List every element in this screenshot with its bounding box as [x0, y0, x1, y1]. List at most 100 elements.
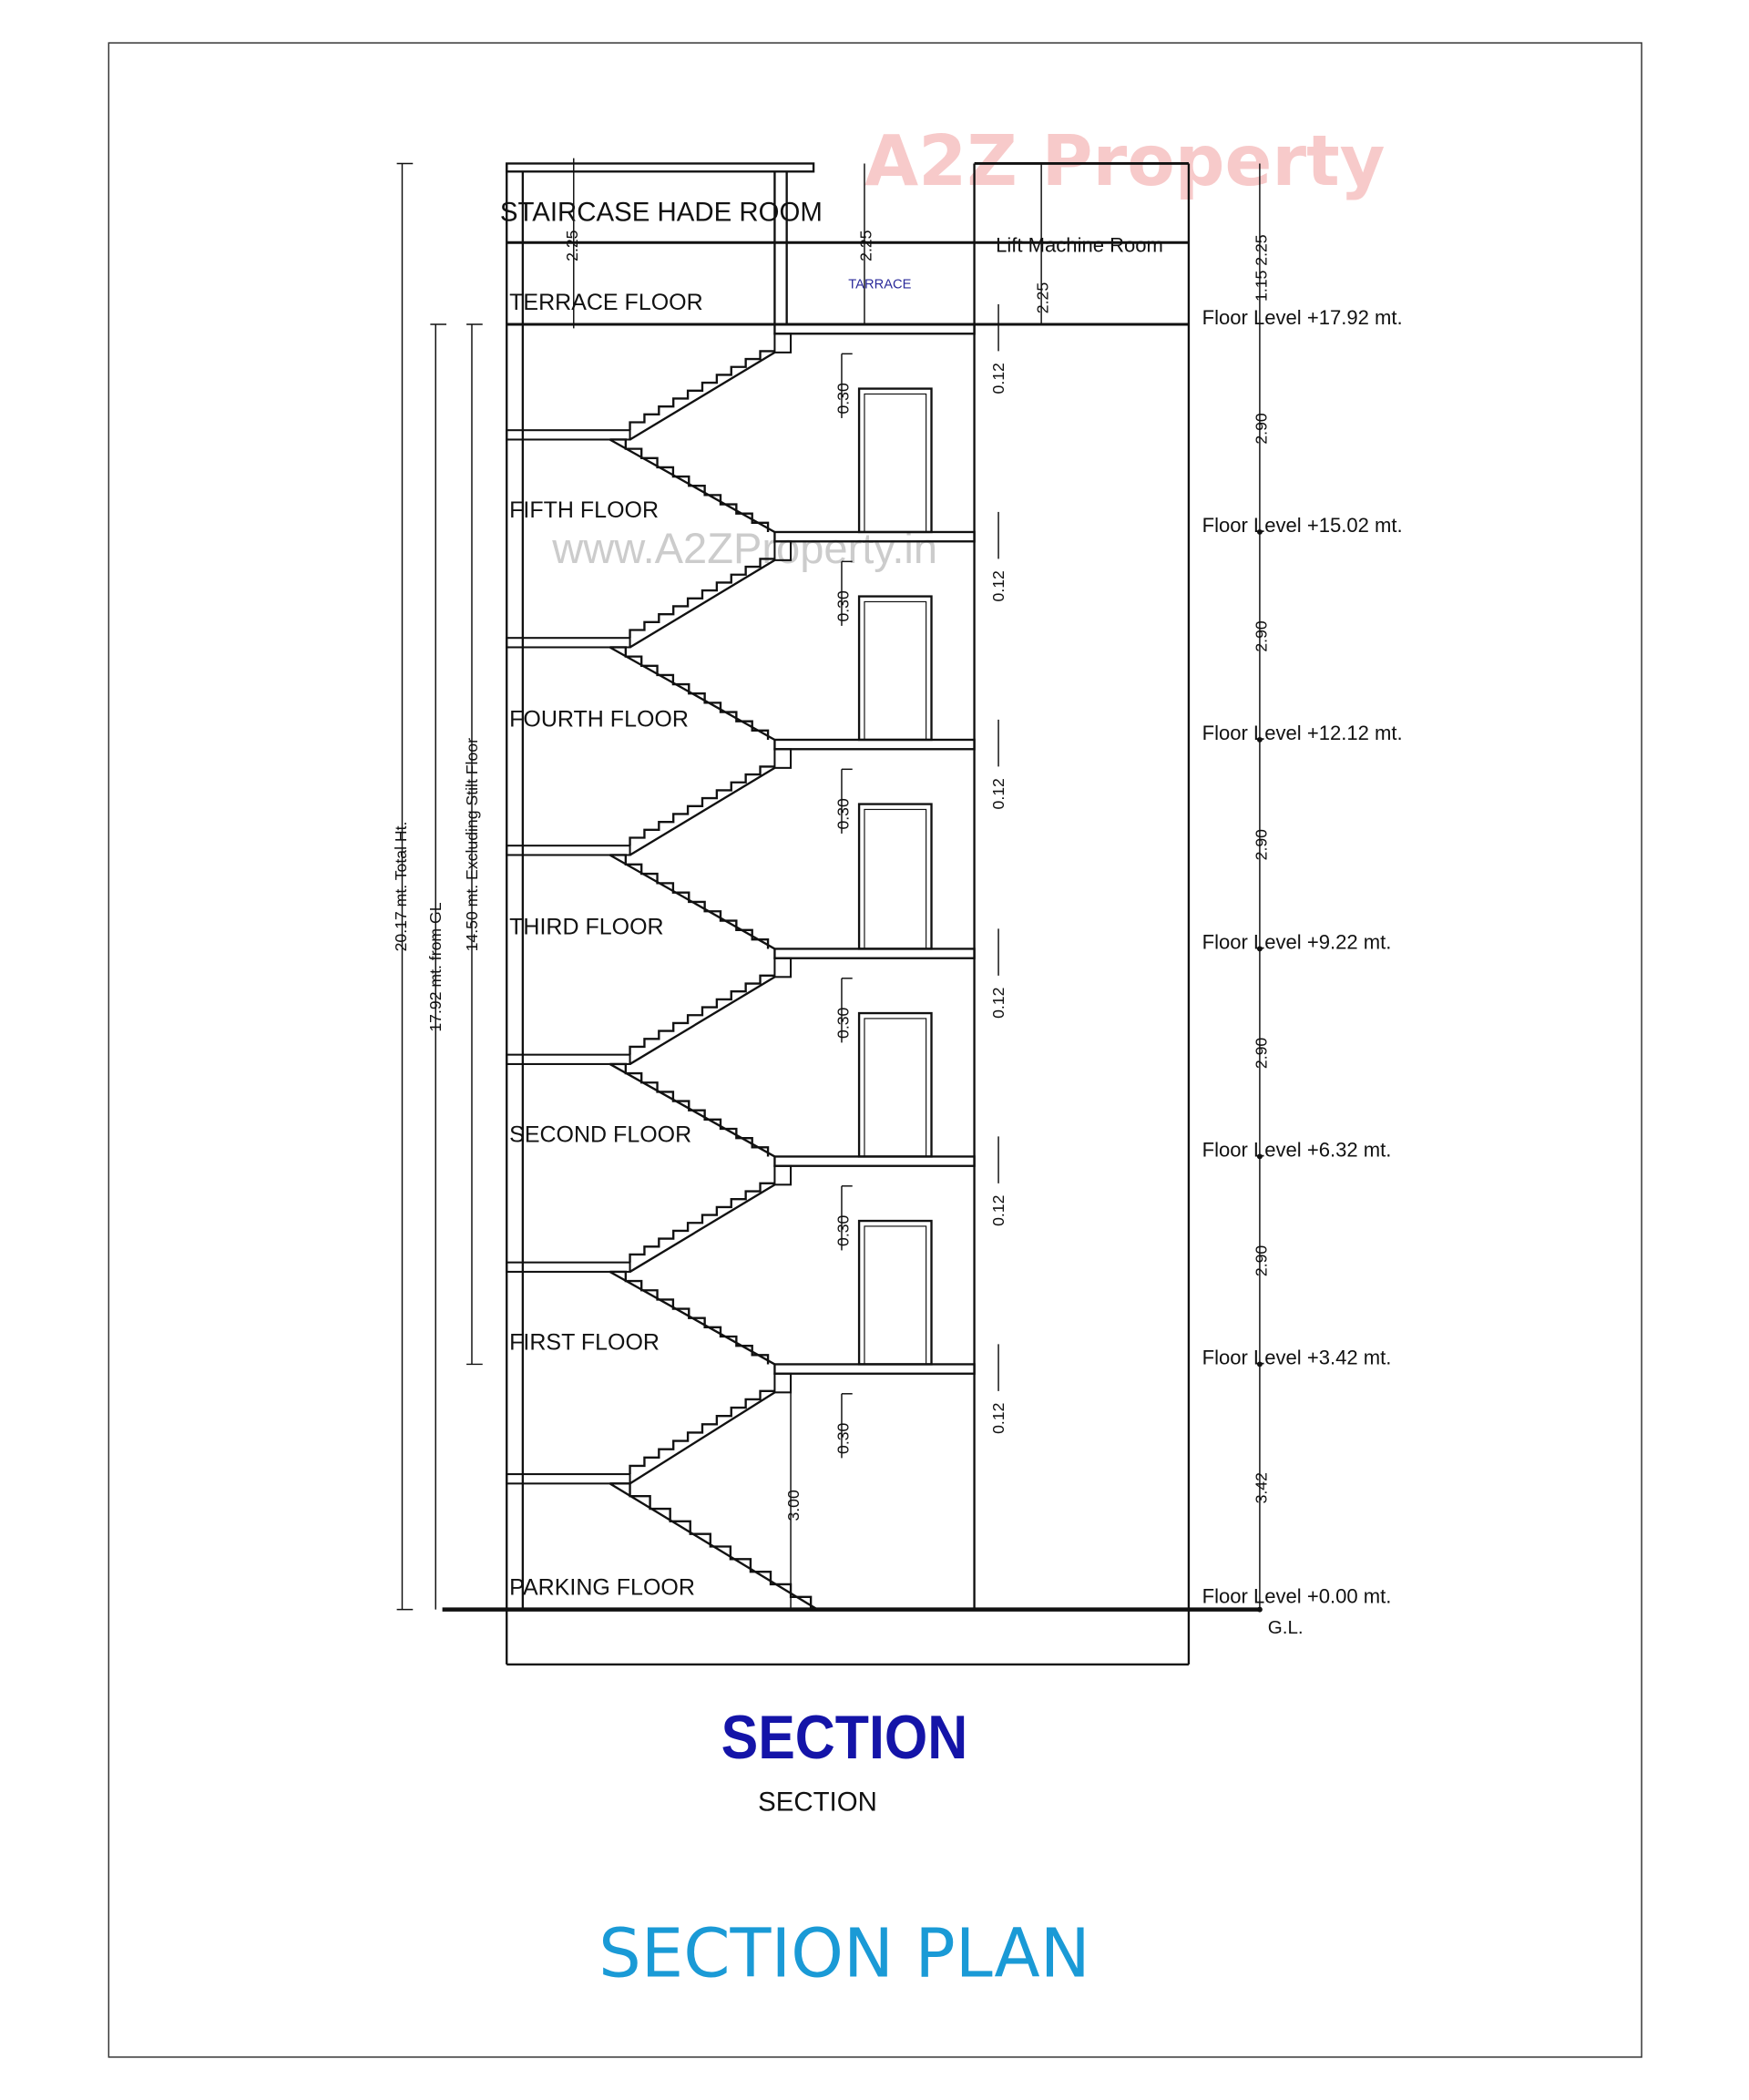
staircase-room-label: STAIRCASE HADE ROOM	[500, 198, 823, 228]
dim-ground-height: 3.42	[1252, 1472, 1270, 1503]
stair-flight-down	[609, 1062, 770, 1157]
dim-floor-height: 2.90	[1252, 620, 1270, 652]
floor-name-label: FIFTH FLOOR	[509, 497, 659, 523]
floor-name-label: FIRST FLOOR	[509, 1329, 660, 1355]
stair-underside	[629, 976, 776, 1065]
beam	[773, 1372, 793, 1394]
stair-flight-down	[609, 646, 770, 740]
floor-slab	[773, 738, 976, 751]
terrace-level-label: Floor Level +17.92 mt.	[1202, 306, 1403, 329]
stair-underside	[609, 646, 775, 741]
floor-level-label: Floor Level +0.00 mt.	[1202, 1584, 1392, 1607]
door	[857, 595, 933, 742]
door-frame	[864, 1018, 927, 1158]
dim-beam: 0.30	[834, 1007, 852, 1039]
stair-underside	[609, 1270, 775, 1366]
dim-beam: 0.30	[834, 798, 852, 830]
dim-floor-height: 2.90	[1252, 1038, 1270, 1070]
beam	[773, 957, 793, 978]
dim-floor-height: 2.90	[1252, 1245, 1270, 1277]
dim-beam: 0.30	[834, 590, 852, 622]
beam	[773, 333, 793, 353]
terrace-label: TARRACE	[848, 277, 911, 292]
level-marker	[1256, 1606, 1263, 1613]
door-frame	[864, 600, 927, 741]
staircase-room-roof	[506, 162, 815, 173]
stair-flight-up	[629, 350, 775, 431]
stair-landing	[506, 429, 631, 441]
dim-slab: 0.12	[989, 1403, 1007, 1434]
stair-flight-up	[629, 1182, 775, 1263]
stair-flight-down	[609, 854, 770, 949]
floor-slab	[773, 530, 976, 543]
dim-room-height-2: 2.25	[856, 230, 874, 261]
stair-underside	[609, 1062, 775, 1158]
door	[857, 387, 933, 534]
door	[857, 1011, 933, 1158]
watermark-url: www.A2ZProperty.in	[551, 524, 937, 572]
section-title: SECTION	[721, 1703, 968, 1772]
level-marker	[1256, 946, 1263, 952]
stair-flight-up	[629, 558, 775, 639]
stair-underside	[629, 1391, 776, 1485]
stair-flight-up	[629, 1389, 775, 1475]
floor-level-label: Floor Level +6.32 mt.	[1202, 1138, 1392, 1161]
terrace-floor-label: TERRACE FLOOR	[509, 290, 703, 315]
floor-level-label: Floor Level +15.02 mt.	[1202, 514, 1403, 537]
stair-landing	[506, 845, 631, 856]
stair-underside	[629, 1183, 776, 1273]
stair-landing	[506, 637, 631, 649]
stair-underside	[609, 1482, 819, 1611]
dim-slab: 0.12	[989, 363, 1007, 394]
floor-name-label: THIRD FLOOR	[509, 914, 663, 939]
floor-level-label: Floor Level +3.42 mt.	[1202, 1346, 1392, 1368]
door	[857, 803, 933, 950]
door	[857, 1219, 933, 1366]
stair-flight-down	[609, 438, 770, 532]
dim-excluding-stilt: 14.50 mt. Excluding Stilt Floor	[463, 738, 481, 951]
section-plan-title: SECTION PLAN	[598, 1916, 1090, 1993]
dim-from-gl: 17.92 mt. from GL	[426, 902, 445, 1031]
floor-slab	[773, 1363, 976, 1375]
level-marker	[1256, 529, 1263, 535]
dim-total-height: 20.17 mt. Total Ht.	[392, 822, 410, 952]
dim-slab: 0.12	[989, 1195, 1007, 1226]
floor-name-label: PARKING FLOOR	[509, 1574, 695, 1600]
dim-slab: 0.12	[989, 988, 1007, 1019]
floor-name-label: FOURTH FLOOR	[509, 706, 689, 732]
dim-room-height-1: 2.25	[563, 230, 581, 261]
stair-underside	[609, 854, 775, 950]
dim-beam: 0.30	[834, 383, 852, 415]
dim-floor-height: 2.90	[1252, 829, 1270, 861]
door-frame	[864, 1225, 927, 1366]
floor-slab	[773, 323, 976, 335]
section-subtitle: SECTION	[758, 1787, 877, 1817]
dim-beam: 0.30	[834, 1422, 852, 1454]
beam	[773, 748, 793, 769]
floor-level-label: Floor Level +12.12 mt.	[1202, 722, 1403, 744]
beam	[773, 540, 793, 561]
stair-flight-down	[609, 1270, 770, 1365]
level-marker	[1256, 1361, 1263, 1368]
floor-name-label: SECOND FLOOR	[509, 1122, 691, 1147]
stair-flight-up	[629, 974, 775, 1055]
dim-slab: 0.12	[989, 778, 1007, 809]
floor-level-label: Floor Level +9.22 mt.	[1202, 930, 1392, 953]
stair-underside	[609, 438, 775, 533]
stair-underside	[629, 766, 776, 856]
stair-flight-down	[609, 1482, 813, 1610]
lift-machine-room-label: Lift Machine Room	[996, 234, 1163, 257]
level-marker	[1256, 1153, 1263, 1160]
dim-stair-height: 3.00	[784, 1490, 803, 1521]
dim-slab: 0.12	[989, 570, 1007, 601]
stair-underside	[629, 351, 776, 441]
dim-beam: 0.30	[834, 1214, 852, 1246]
beam	[773, 1164, 793, 1186]
floor-slab	[773, 1155, 976, 1167]
dim-floor-height: 2.90	[1252, 413, 1270, 445]
stair-landing	[506, 1261, 631, 1273]
sheet-border	[107, 42, 1642, 2058]
stair-landing	[506, 1053, 631, 1065]
door-frame	[864, 393, 927, 533]
